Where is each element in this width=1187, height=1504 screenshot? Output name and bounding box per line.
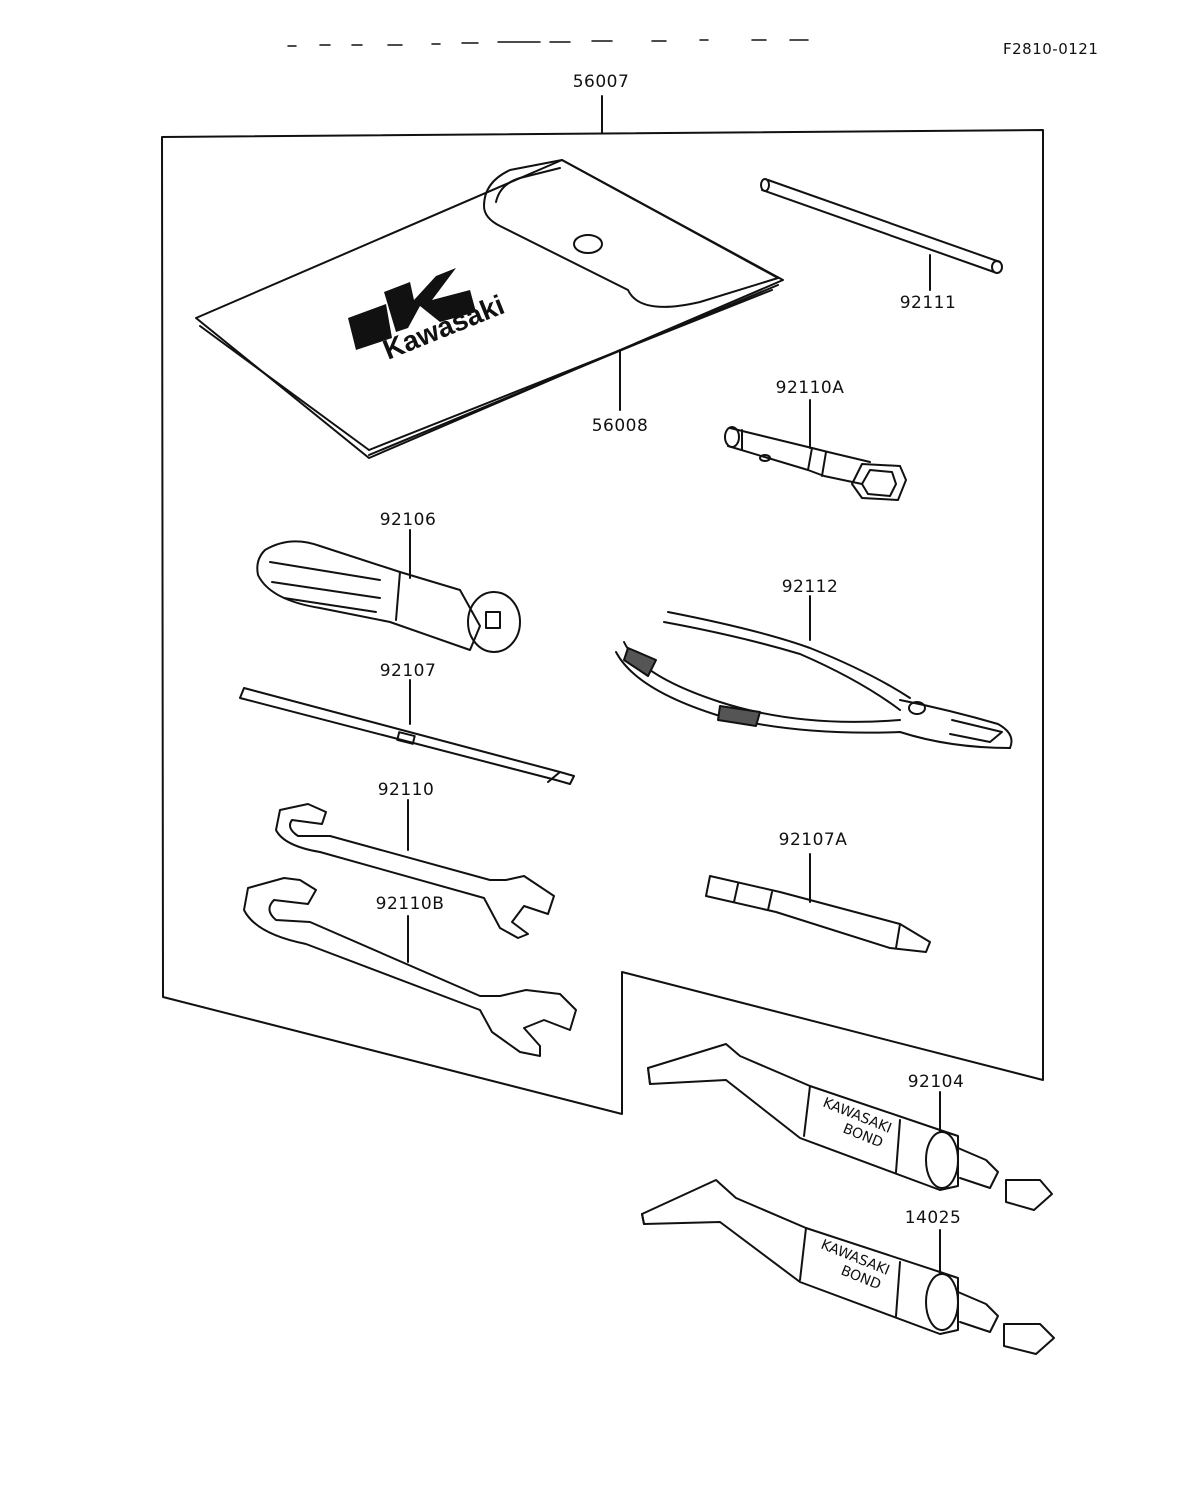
- wrench-large-drawing: [243, 877, 577, 1057]
- part-label-handle: 92106: [379, 510, 437, 530]
- part-label-wrench-large: 92110B: [375, 894, 445, 914]
- tool-pouch-drawing: [195, 159, 784, 459]
- part-label-plug-wrench: 92110A: [775, 378, 845, 398]
- part-label-screwdriver-short: 92107A: [778, 830, 848, 850]
- screwdriver-short-drawing: [705, 853, 931, 953]
- pliers-drawing: [615, 595, 1013, 749]
- part-label-wrench-small: 92110: [377, 780, 435, 800]
- screwdriver-drawing: [239, 679, 575, 785]
- bond-tube-2-label: KAWASAKI BOND: [819, 1237, 892, 1293]
- bond-tube-2-drawing: [641, 1179, 1055, 1355]
- part-label-bond-1: 92104: [907, 1072, 965, 1092]
- part-label-kit: 56007: [572, 72, 630, 92]
- tommy-bar-drawing: [760, 178, 1003, 291]
- bond-tube-1-drawing: [647, 1043, 1053, 1211]
- part-label-bar: 92111: [899, 293, 957, 313]
- bond-tube-1-label: KAWASAKI BOND: [821, 1095, 894, 1151]
- part-label-bond-2: 14025: [904, 1208, 962, 1228]
- wrench-small-drawing: [275, 799, 555, 939]
- drawing-code: F2810-0121: [1003, 40, 1099, 58]
- part-label-pliers: 92112: [781, 577, 839, 597]
- part-label-screwdriver: 92107: [379, 661, 437, 681]
- header-dashes: [287, 39, 809, 47]
- driver-handle-drawing: [256, 529, 521, 653]
- part-label-pouch: 56008: [591, 416, 649, 436]
- kawasaki-logo: [348, 268, 476, 350]
- kit-boundary: [161, 95, 1044, 1115]
- plug-wrench-drawing: [724, 399, 907, 501]
